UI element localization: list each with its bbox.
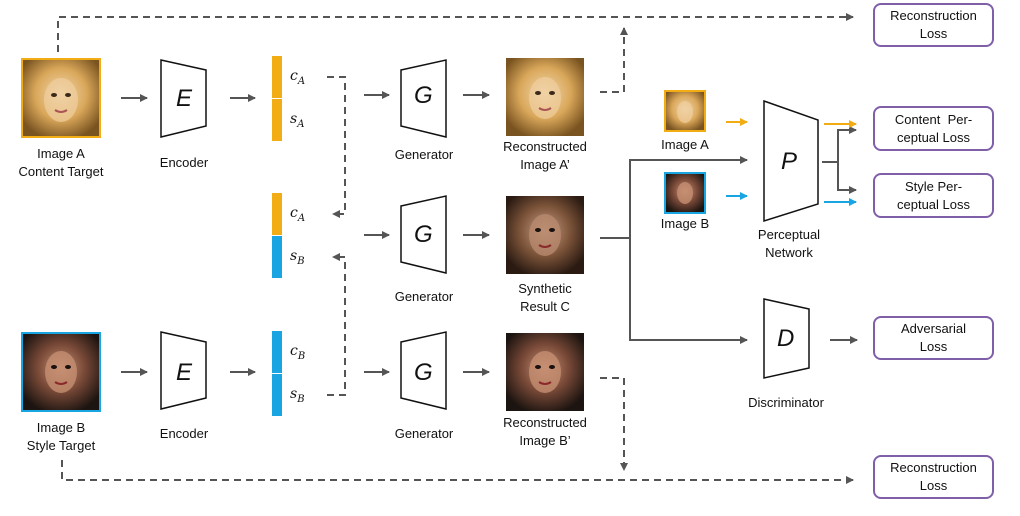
dashed-sb-to-mid (327, 253, 346, 396)
recon-bot-line2: Loss (919, 478, 948, 493)
perceptual-line2: Network (765, 245, 813, 260)
latent-label-ca-top: cA (290, 68, 306, 87)
image-a-sub: Content Target (18, 164, 104, 179)
style-perceptual-loss-box: Style Per- ceptual Loss (873, 173, 994, 218)
reconstruction-loss-top-box: Reconstruction Loss (873, 3, 994, 47)
image-b-sub: Style Target (26, 438, 96, 453)
latent-bar-ca-mid (272, 193, 282, 235)
image-b-caption: Image B Style Target (6, 419, 116, 455)
reconstructed-b-photo (506, 333, 584, 411)
dashed-imageB-to-recon-loss (61, 460, 854, 484)
generator-top-symbol: G (414, 82, 433, 109)
recon-b-caption: Reconstructed Image B’ (490, 414, 600, 450)
generator-mid-label: Generator (394, 289, 454, 304)
latent-label-sb-mid: sB (290, 248, 305, 267)
reconstructed-a-photo (506, 58, 584, 136)
recon-b-line2: Image B’ (519, 433, 571, 448)
reconstruction-loss-bottom-box: Reconstruction Loss (873, 455, 994, 499)
recon-a-line2: Image A’ (520, 157, 570, 172)
adversarial-loss-box: Adversarial Loss (873, 316, 994, 360)
arrow-p-content (837, 126, 857, 162)
image-a-label: Image A (37, 146, 85, 161)
latent-bar-ca-top (272, 56, 282, 98)
perceptual-input-a-photo (664, 90, 706, 132)
generator-bot-symbol: G (414, 359, 433, 386)
recon-top-line1: Reconstruction (890, 8, 977, 23)
encoder-b-symbol: E (176, 359, 193, 386)
dashed-reconB-to-bottom (600, 377, 628, 471)
image-b-label: Image B (36, 420, 86, 435)
recon-b-line1: Reconstructed (503, 415, 587, 430)
encoder-a-symbol: E (176, 85, 193, 112)
perceptual-input-b-label: Image B (660, 216, 710, 231)
arrow-synth-to-perceptual (629, 156, 748, 238)
perceptual-symbol: P (781, 148, 798, 175)
generator-mid-symbol: G (414, 221, 433, 248)
discriminator-label: Discriminator (748, 395, 824, 410)
latent-label-sb-bot: sB (290, 386, 305, 405)
content-line2: ceptual Loss (897, 129, 970, 145)
encoder-a-label: Encoder (159, 155, 209, 170)
synthetic-c-photo (506, 196, 584, 274)
perceptual-caption: Perceptual Network (744, 226, 834, 262)
latent-bar-sa-top (272, 99, 282, 141)
latent-label-ca-mid: cA (290, 205, 306, 224)
synthetic-caption: Synthetic Result C (490, 280, 600, 316)
arrow-synth-to-discriminator (629, 238, 748, 344)
recon-top-line2: Loss (919, 26, 948, 41)
latent-bar-sb-bot (272, 374, 282, 416)
dashed-reconA-to-top (600, 27, 628, 93)
dashed-imageA-to-recon-loss (57, 13, 854, 52)
content-perceptual-loss-box: Content Per- ceptual Loss (873, 106, 994, 151)
adv-line2: Loss (919, 339, 948, 354)
discriminator-shape (763, 298, 810, 379)
content-line1: Content Per- (894, 111, 973, 127)
encoder-b-label: Encoder (159, 426, 209, 441)
generator-bot-label: Generator (394, 426, 454, 441)
adv-line1: Adversarial (900, 321, 967, 336)
dashed-ca-to-mid (327, 76, 346, 218)
generator-top-shape (400, 59, 447, 138)
encoder-b-shape (160, 331, 207, 410)
recon-a-caption: Reconstructed Image A’ (490, 138, 600, 174)
style-line1: Style Per- (904, 178, 963, 194)
latent-label-sa-top: sA (290, 111, 305, 130)
encoder-a-shape (160, 59, 207, 138)
recon-bot-line1: Reconstruction (890, 460, 977, 475)
synthetic-line2: Result C (520, 299, 570, 314)
image-a-caption: Image A Content Target (6, 145, 116, 181)
image-b-photo (21, 332, 101, 412)
perceptual-input-b-photo (664, 172, 706, 214)
discriminator-symbol: D (777, 325, 795, 352)
arrow-p-style (837, 162, 857, 194)
latent-bar-sb-mid (272, 236, 282, 278)
recon-a-line1: Reconstructed (503, 139, 587, 154)
perceptual-input-a-label: Image A (661, 137, 709, 152)
image-a-photo (21, 58, 101, 138)
generator-mid-shape (400, 195, 447, 274)
latent-bar-cb-bot (272, 331, 282, 373)
generator-top-label: Generator (394, 147, 454, 162)
perceptual-network-shape (763, 99, 819, 223)
latent-label-cb-bot: cB (290, 343, 306, 362)
style-line2: ceptual Loss (897, 196, 970, 212)
synthetic-line1: Synthetic (518, 281, 572, 296)
generator-bot-shape (400, 331, 447, 410)
perceptual-line1: Perceptual (757, 227, 821, 242)
